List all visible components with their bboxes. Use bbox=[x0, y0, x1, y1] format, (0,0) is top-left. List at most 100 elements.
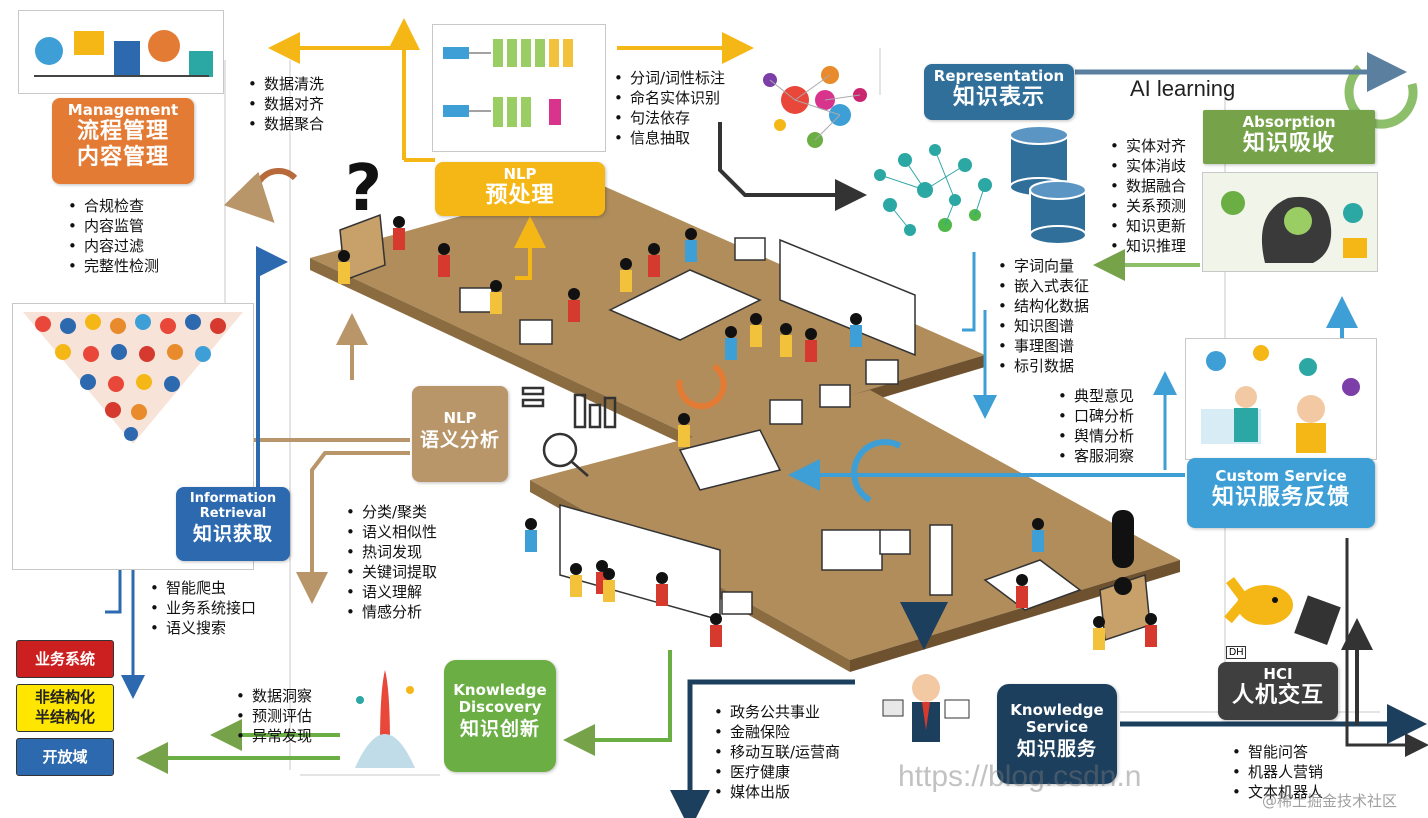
watermark-brand: @稀土掘金技术社区 bbox=[1262, 792, 1398, 810]
absorption-list-item: 实体消歧 bbox=[1108, 156, 1186, 176]
knowledge-discovery-title-zh: 知识创新 bbox=[459, 718, 540, 740]
retrieval-list-item: 智能爬虫 bbox=[148, 578, 256, 598]
absorption-list-item: 关系预测 bbox=[1108, 196, 1186, 216]
brain-gears-icon bbox=[1203, 173, 1377, 271]
representation-title-en: Representation bbox=[933, 67, 1065, 85]
custom-list-item: 舆情分析 bbox=[1056, 426, 1134, 446]
nlp-semantic-title-en: NLP bbox=[443, 409, 477, 427]
info-retrieval-title-zh: 知识获取 bbox=[192, 523, 273, 545]
management-list-item: 内容过滤 bbox=[66, 236, 159, 256]
svg-text:?: ? bbox=[345, 152, 382, 226]
custom-service-title-en: Custom Service bbox=[1215, 467, 1347, 485]
nlp-semantic-title-zh: 语义分析 bbox=[419, 429, 500, 451]
management-box: Management 流程管理 内容管理 bbox=[52, 98, 194, 184]
dh-label: DH bbox=[1226, 646, 1247, 659]
cleaning-list-item: 数据对齐 bbox=[246, 94, 324, 114]
custom-service-title-zh: 知识服务反馈 bbox=[1211, 485, 1350, 510]
support-agents-icon bbox=[1201, 345, 1360, 453]
analysis-icon bbox=[521, 386, 617, 477]
representation-list-item: 知识图谱 bbox=[996, 316, 1089, 336]
knowledge-service-title-en-2: Service bbox=[1025, 718, 1089, 736]
nlp-pipeline-panel bbox=[432, 24, 606, 152]
nlp-semantic-box: NLP 语义分析 bbox=[412, 386, 508, 482]
brain-panel bbox=[1202, 172, 1378, 272]
knowledge-service-box: Knowledge Service 知识服务 bbox=[997, 684, 1117, 784]
hci-title-en: HCI bbox=[1263, 665, 1293, 683]
semantic-list-item: 热词发现 bbox=[344, 542, 437, 562]
retrieval-list: 智能爬虫业务系统接口语义搜索 bbox=[148, 578, 256, 638]
absorption-title-en: Absorption bbox=[1242, 113, 1336, 131]
network-graph bbox=[763, 66, 867, 148]
nlp_pre-list-item: 句法依存 bbox=[612, 108, 725, 128]
apps-icon-cloud bbox=[23, 312, 243, 444]
service-industry-list: 政务公共事业金融保险移动互联/运营商医疗健康媒体出版 bbox=[712, 702, 840, 802]
nlp-preprocess-list: 分词/词性标注命名实体识别句法依存信息抽取 bbox=[612, 68, 725, 148]
hci-list-item: 智能问答 bbox=[1230, 742, 1323, 762]
nlp_pre-list-item: 信息抽取 bbox=[612, 128, 725, 148]
semantic-list-item: 关键词提取 bbox=[344, 562, 437, 582]
representation-list-item: 标引数据 bbox=[996, 356, 1089, 376]
service-list-item: 金融保险 bbox=[712, 722, 840, 742]
hci-box: HCI 人机交互 bbox=[1218, 662, 1338, 720]
discovery-list-item: 预测评估 bbox=[234, 706, 312, 726]
tools-illustration-panel bbox=[18, 10, 224, 94]
representation-list-item: 事理图谱 bbox=[996, 336, 1089, 356]
cleaning-list-item: 数据聚合 bbox=[246, 114, 324, 134]
semantic-list-item: 语义相似性 bbox=[344, 522, 437, 542]
semantic-analysis-list: 分类/聚类语义相似性热词发现关键词提取语义理解情感分析 bbox=[344, 502, 437, 622]
knowledge-service-title-zh: 知识服务 bbox=[1016, 738, 1097, 760]
info-retrieval-box: Information Retrieval 知识获取 bbox=[176, 487, 290, 561]
management-list-item: 完整性检测 bbox=[66, 256, 159, 276]
absorption-list-item: 实体对齐 bbox=[1108, 136, 1186, 156]
knowledge-service-title-en-1: Knowledge bbox=[1010, 701, 1104, 719]
hci-list-item: 文本机器人 bbox=[1230, 782, 1323, 802]
hci-title-zh: 人机交互 bbox=[1231, 683, 1324, 708]
absorption-list: 实体对齐实体消歧数据融合关系预测知识更新知识推理 bbox=[1108, 136, 1186, 256]
hci-list-item: 机器人营销 bbox=[1230, 762, 1323, 782]
custom-list-item: 典型意见 bbox=[1056, 386, 1134, 406]
representation-list-item: 嵌入式表征 bbox=[996, 276, 1089, 296]
management-title-en: Management bbox=[67, 101, 179, 119]
absorption-box: Absorption 知识吸收 bbox=[1203, 110, 1375, 164]
tools-icon bbox=[34, 30, 213, 77]
representation-title-zh: 知识表示 bbox=[952, 85, 1045, 110]
representation-list-item: 结构化数据 bbox=[996, 296, 1089, 316]
knowledge-discovery-box: Knowledge Discovery 知识创新 bbox=[444, 660, 556, 772]
knowledge-discovery-title-en-2: Discovery bbox=[458, 698, 542, 716]
custom-list-item: 客服洞察 bbox=[1056, 446, 1134, 466]
custom-feedback-list: 典型意见口碑分析舆情分析客服洞察 bbox=[1056, 386, 1134, 466]
neural-graph bbox=[874, 144, 992, 236]
watermark-url: https://blog.csdn.n bbox=[898, 760, 1142, 793]
cleaning-list: 数据清洗数据对齐数据聚合 bbox=[246, 74, 324, 134]
management-title-zh-2: 内容管理 bbox=[76, 145, 169, 170]
people bbox=[338, 216, 1157, 650]
semantic-list-item: 情感分析 bbox=[344, 602, 437, 622]
representation-list-item: 字词向量 bbox=[996, 256, 1089, 276]
service-list-item: 医疗健康 bbox=[712, 762, 840, 782]
customer-service-panel bbox=[1185, 338, 1377, 460]
nlp-preprocess-title-zh: 预处理 bbox=[485, 183, 555, 208]
representation-list: 字词向量嵌入式表征结构化数据知识图谱事理图谱标引数据 bbox=[996, 256, 1089, 376]
management-list-item: 内容监管 bbox=[66, 216, 159, 236]
source-tag: 开放域 bbox=[16, 738, 114, 776]
semantic-list-item: 语义理解 bbox=[344, 582, 437, 602]
nlp_pre-list-item: 命名实体识别 bbox=[612, 88, 725, 108]
custom-list-item: 口碑分析 bbox=[1056, 406, 1134, 426]
hci-mascot bbox=[1224, 577, 1341, 645]
pipeline-diagram-icon bbox=[443, 39, 573, 127]
discovery-list-item: 异常发现 bbox=[234, 726, 312, 746]
service-list-item: 移动互联/运营商 bbox=[712, 742, 840, 762]
discovery-list: 数据洞察预测评估异常发现 bbox=[234, 686, 312, 746]
retrieval-list-item: 业务系统接口 bbox=[148, 598, 256, 618]
icon-cloud-panel bbox=[12, 303, 254, 570]
custom-service-box: Custom Service 知识服务反馈 bbox=[1187, 458, 1375, 528]
info-retrieval-title-en-2: Retrieval bbox=[199, 506, 267, 521]
ai-learning-label: AI learning bbox=[1130, 76, 1236, 101]
management-title-zh-1: 流程管理 bbox=[76, 119, 169, 144]
absorption-list-item: 知识更新 bbox=[1108, 216, 1186, 236]
retrieval-list-item: 语义搜索 bbox=[148, 618, 256, 638]
absorption-list-item: 知识推理 bbox=[1108, 236, 1186, 256]
knowledge-discovery-title-en-1: Knowledge bbox=[453, 681, 547, 699]
service-list-item: 政务公共事业 bbox=[712, 702, 840, 722]
absorption-title-zh: 知识吸收 bbox=[1242, 131, 1335, 156]
